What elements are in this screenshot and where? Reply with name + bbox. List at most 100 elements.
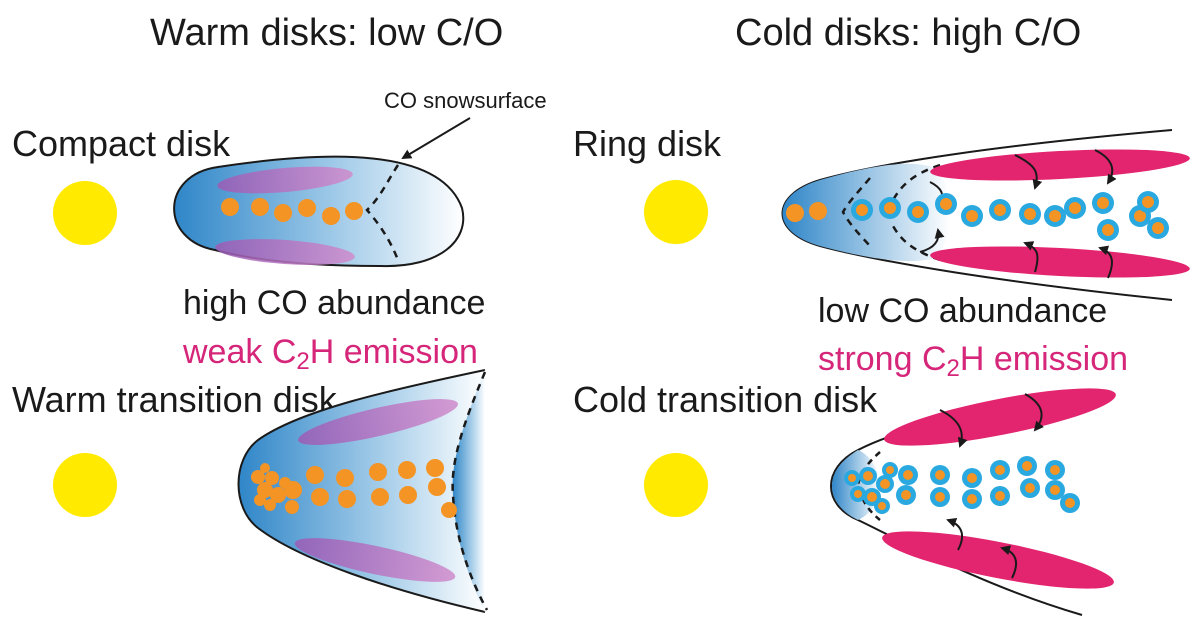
grain-group-ring-bare [786,202,827,222]
grain [264,499,276,511]
grain [285,500,299,514]
co-snowline-ring-upper [891,163,941,201]
icy-grain [844,470,860,486]
co-snowline-compact [365,164,400,261]
grain [398,461,416,479]
icy-grain [990,460,1010,480]
grain [265,471,279,485]
flow-arrow [1024,393,1044,432]
low-co-abundance-text: low CO abundance [818,292,1107,330]
star-warm-transition [53,453,117,517]
grain-group-compact [221,198,363,225]
icy-grain [1017,456,1037,476]
grain [338,490,356,508]
grain [260,463,270,473]
warm-transition-disk-body [237,369,486,613]
flow-arrow [1014,154,1043,190]
flow-arrow [1094,149,1117,185]
co-snowline-cold-transition [856,451,881,521]
compact-disk [173,155,465,268]
c2h-subscript: 2 [947,355,960,382]
icy-grain [961,205,983,227]
star-cold-transition [644,453,708,517]
c2h-prefix: weak C [182,333,296,371]
high-co-abundance-text: high CO abundance [183,284,485,322]
grain-group-cold-transition [844,456,1080,514]
grain [441,502,457,518]
c2h-suffix: H emission [310,333,478,371]
icy-grain [1045,460,1065,480]
grain [284,481,302,499]
icy-grain [1019,203,1041,225]
strong-c2h-emission-text: strong C2H emission [818,340,1128,382]
warm-layer-upper-transition [298,399,458,445]
star-ring [644,180,708,244]
icy-grain [1097,219,1119,241]
icy-grain [907,201,929,223]
icy-grain [1020,478,1040,498]
icy-grain [898,465,918,485]
grain [345,202,363,220]
icy-grain [989,199,1011,221]
icy-grain [1060,493,1080,513]
warm-transition-disk [237,369,489,613]
grain [371,488,389,506]
icy-grain [1137,191,1159,213]
icy-grain [962,468,982,488]
c2h-emission-upper-ring [930,149,1190,181]
grain [251,198,269,216]
co-snowline-ring-inner [841,177,871,247]
icy-grain [930,487,950,507]
grain [251,470,265,484]
icy-grain [859,467,877,485]
warm-layer-lower [215,239,355,265]
grain [399,486,417,504]
grain [369,463,387,481]
compact-disk-label: Compact disk [12,123,231,164]
warm-layer-upper [217,166,353,194]
weak-c2h-emission-text: weak C2H emission [182,333,478,375]
flow-arrow [1000,545,1018,579]
c2h-subscript: 2 [296,348,309,375]
grain [306,466,324,484]
grain [298,199,316,217]
icy-grain [1064,197,1086,219]
cold-transition-disk [830,388,1116,616]
grain [270,487,286,503]
co-snowline-warm-transition [451,371,489,611]
icy-grain [851,199,873,221]
c2h-prefix: strong C [818,340,947,378]
icy-grain [896,485,916,505]
flow-arrow [1098,245,1113,279]
icy-grain [1092,192,1114,214]
grain [322,207,340,225]
flow-arrow [946,517,964,551]
warm-transition-disk-label: Warm transition disk [12,379,338,420]
grain [336,469,354,487]
grain [221,198,239,216]
warm-layer-lower-transition [294,538,456,582]
grain [426,459,444,477]
icy-grain [1147,217,1169,239]
c2h-emission-lower-ring [930,246,1190,278]
icy-grain [1045,480,1065,500]
grain [254,494,266,506]
grain [257,482,273,498]
icy-grain [962,489,982,509]
c2h-emission-lower-transition [882,531,1114,589]
icy-grain [876,475,894,493]
icy-grain [935,193,957,215]
icy-grain [874,498,890,514]
icy-grain [930,465,950,485]
grain-group-ring-icy [851,191,1169,241]
warm-disks-header: Warm disks: low C/O [150,12,503,54]
ring-disk [781,129,1190,301]
icy-grain [850,486,866,502]
icy-grain [1044,205,1066,227]
cold-transition-disk-label: Cold transition disk [573,379,878,420]
flow-arrow [1023,241,1039,273]
grain [786,204,804,222]
icy-grain [990,486,1010,506]
grain [274,204,292,222]
